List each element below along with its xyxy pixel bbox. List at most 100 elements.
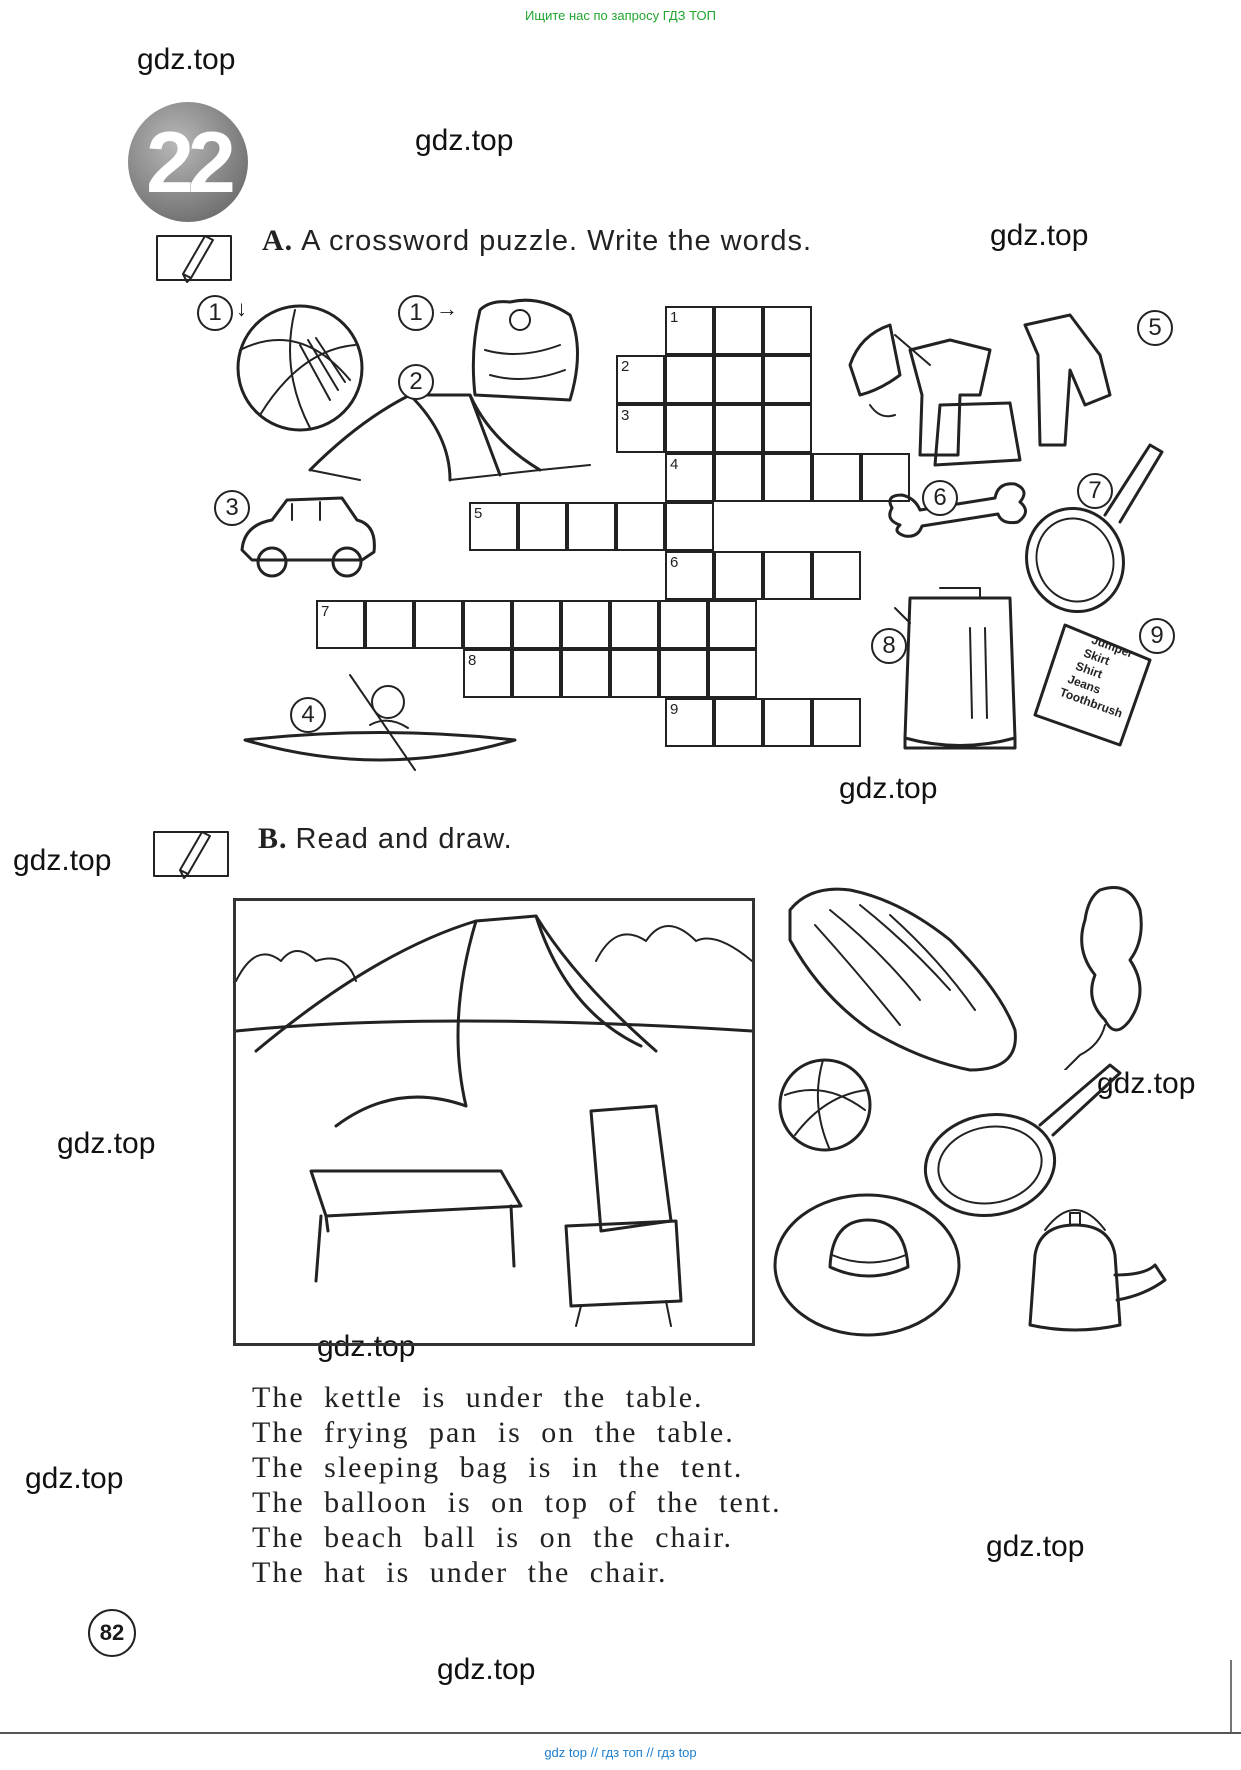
crossword-cell[interactable] [659,600,708,649]
crossword-cell[interactable]: 2 [616,355,665,404]
right-arrow-icon: → [436,296,458,321]
crossword-cell[interactable] [763,453,812,502]
watermark: gdz.top [839,772,938,805]
clue-number: 3 [621,407,630,424]
crossword-cell[interactable] [714,306,763,355]
crossword-cell[interactable] [714,551,763,600]
crossword-cell[interactable] [512,600,561,649]
crossword-cell[interactable]: 9 [665,698,714,747]
sentence: The sleeping bag is in the tent. [252,1451,744,1484]
sentence: The kettle is under the table. [252,1381,704,1414]
crossword-cell[interactable] [512,649,561,698]
clue-number: 5 [474,505,483,522]
section-instruction: A crossword puzzle. Write the words. [301,225,813,257]
watermark: gdz.top [57,1127,156,1160]
crossword-cell[interactable] [812,698,861,747]
crossword-cell[interactable] [714,698,763,747]
picture-number: 2 [398,364,434,400]
packing-list-picture: Jumper Skirt Shirt Jeans Toothbrush [1033,623,1152,747]
crossword-cell[interactable] [665,355,714,404]
frying-pan-picture [923,1063,1122,1218]
crossword-cell[interactable] [763,698,812,747]
crossword-cell[interactable] [561,600,610,649]
crossword-cell[interactable] [763,404,812,453]
page-edge [1230,1660,1232,1732]
crossword-cell[interactable] [714,355,763,404]
crossword-cell[interactable] [812,453,861,502]
sleeping-bag-picture [788,887,1017,1072]
beach-ball-picture [778,1058,872,1152]
crossword-cell[interactable] [610,600,659,649]
crossword-cell[interactable] [518,502,567,551]
bone-picture [888,482,1027,538]
pencil-write-icon [156,235,232,283]
footer-links[interactable]: gdz top // гдз топ // гдз top [544,1745,697,1760]
picture-number: 9 [1139,618,1175,654]
crossword-cell[interactable]: 1 [665,306,714,355]
picture-number: 4 [290,697,326,733]
frying-pan-picture [1025,443,1164,614]
clue-number: 6 [670,554,679,571]
sleeping-bag-picture [471,298,579,402]
unit-number: 22 [146,115,233,211]
sentence: The hat is under the chair. [252,1556,668,1589]
watermark: gdz.top [990,219,1089,252]
crossword-cell[interactable] [763,551,812,600]
sentence: The beach ball is on the chair. [252,1521,734,1554]
picture-number: 1 [197,295,233,331]
picture-number: 1 [398,295,434,331]
crossword-cell[interactable] [561,649,610,698]
crossword-cell[interactable] [616,502,665,551]
crossword-cell[interactable]: 3 [616,404,665,453]
clothes-picture [848,313,1112,467]
unit-badge: 22 [128,102,248,222]
crossword-cell[interactable]: 6 [665,551,714,600]
top-banner[interactable]: Ищите нас по запросу ГДЗ ТОП [525,8,716,23]
crossword-cell[interactable] [714,404,763,453]
watermark: gdz.top [25,1462,124,1495]
crossword-cell[interactable]: 4 [665,453,714,502]
picture-number: 8 [871,628,907,664]
crossword-cell[interactable] [659,649,708,698]
crossword-cell[interactable] [763,355,812,404]
clue-number: 8 [468,652,477,669]
clue-number: 7 [321,603,330,620]
section-instruction: Read and draw. [295,823,513,855]
campsite-scene [234,914,754,1327]
clue-number: 1 [670,309,679,326]
watermark: gdz.top [137,43,236,76]
crossword-cell[interactable] [610,649,659,698]
picture-number: 7 [1077,473,1113,509]
section-a-heading: A.A crossword puzzle. Write the words. [262,224,812,258]
watermark: gdz.top [13,844,112,877]
pencil-write-icon [153,831,229,879]
crossword-cell[interactable] [665,404,714,453]
crossword-cell[interactable] [708,600,757,649]
crossword-cell[interactable] [463,600,512,649]
crossword-cell[interactable]: 5 [469,502,518,551]
crossword-cell[interactable] [665,502,714,551]
crossword-cell[interactable] [714,453,763,502]
sentence: The frying pan is on the table. [252,1416,735,1449]
crossword-cell[interactable] [365,600,414,649]
picture-number: 3 [214,490,250,526]
watermark: gdz.top [437,1653,536,1686]
crossword-cell[interactable] [812,551,861,600]
sentences-list: The kettle is under the table. The fryin… [252,1380,782,1590]
crossword-cell[interactable] [567,502,616,551]
campsite-drawing-area[interactable] [233,898,755,1346]
clue-number: 2 [621,358,630,375]
sentence: The balloon is on top of the tent. [252,1486,782,1519]
down-arrow-icon: ↓ [236,296,247,321]
watermark: gdz.top [317,1330,416,1363]
crossword-cell[interactable] [763,306,812,355]
picture-number: 6 [922,480,958,516]
crossword-cell[interactable] [708,649,757,698]
clue-number: 9 [670,701,679,718]
section-b-heading: B.Read and draw. [258,822,513,856]
crossword-cell[interactable] [414,600,463,649]
crossword-cell[interactable]: 7 [316,600,365,649]
page-number: 82 [88,1609,136,1657]
watermark: gdz.top [415,124,514,157]
crossword-cell[interactable]: 8 [463,649,512,698]
